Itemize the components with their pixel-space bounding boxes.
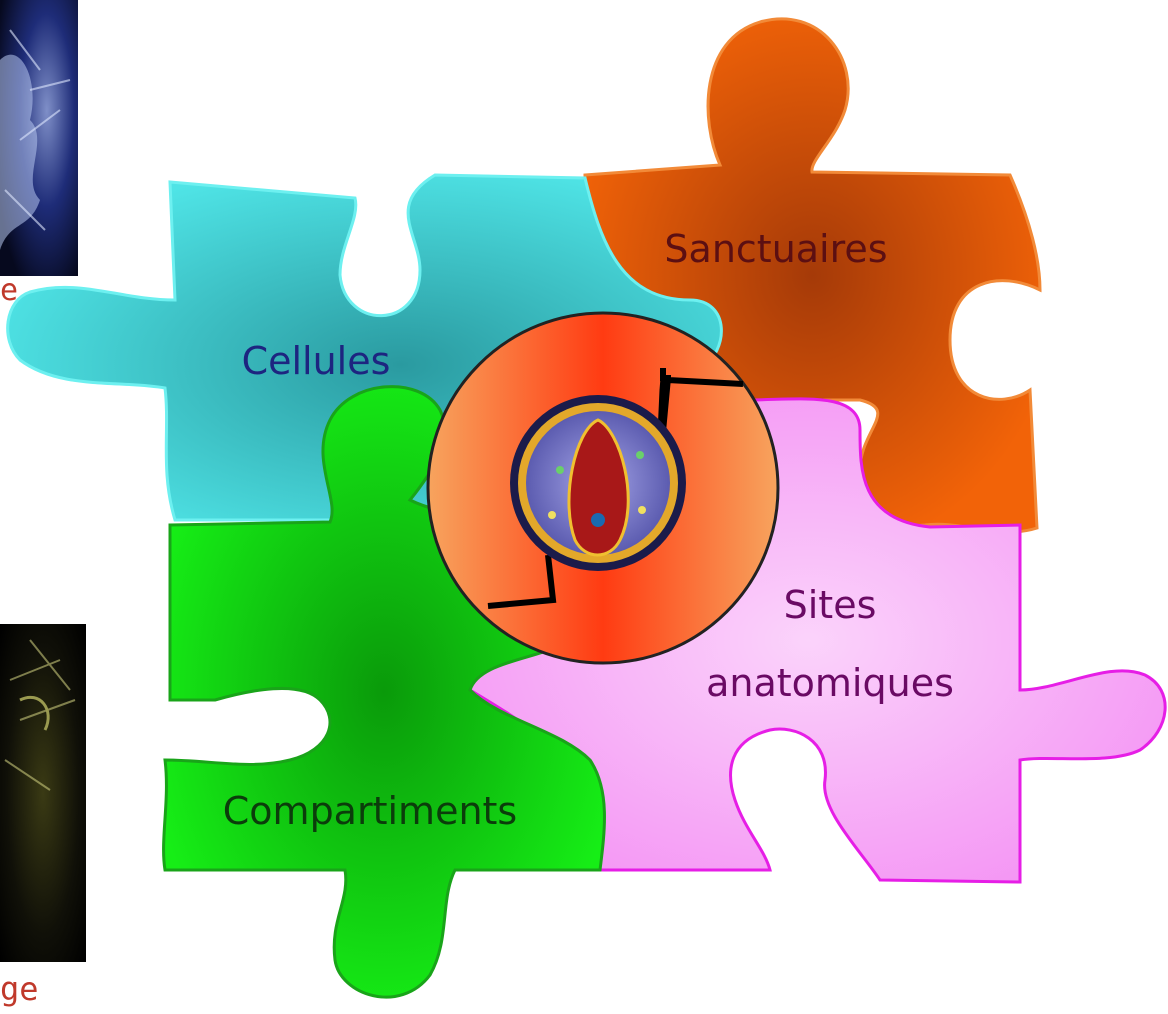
label-cellules: Cellules [242,339,391,383]
label-sites-line2: anatomiques [706,661,954,705]
label-compartiments: Compartiments [223,789,517,833]
virus-particle-icon [510,395,686,571]
label-sites-line1: Sites [784,583,877,627]
photo-bottom-left [0,624,86,962]
photo-bottom-caption: ge [0,970,39,1008]
photo-top-left [0,0,78,276]
label-sanctuaires: Sanctuaires [664,227,887,271]
